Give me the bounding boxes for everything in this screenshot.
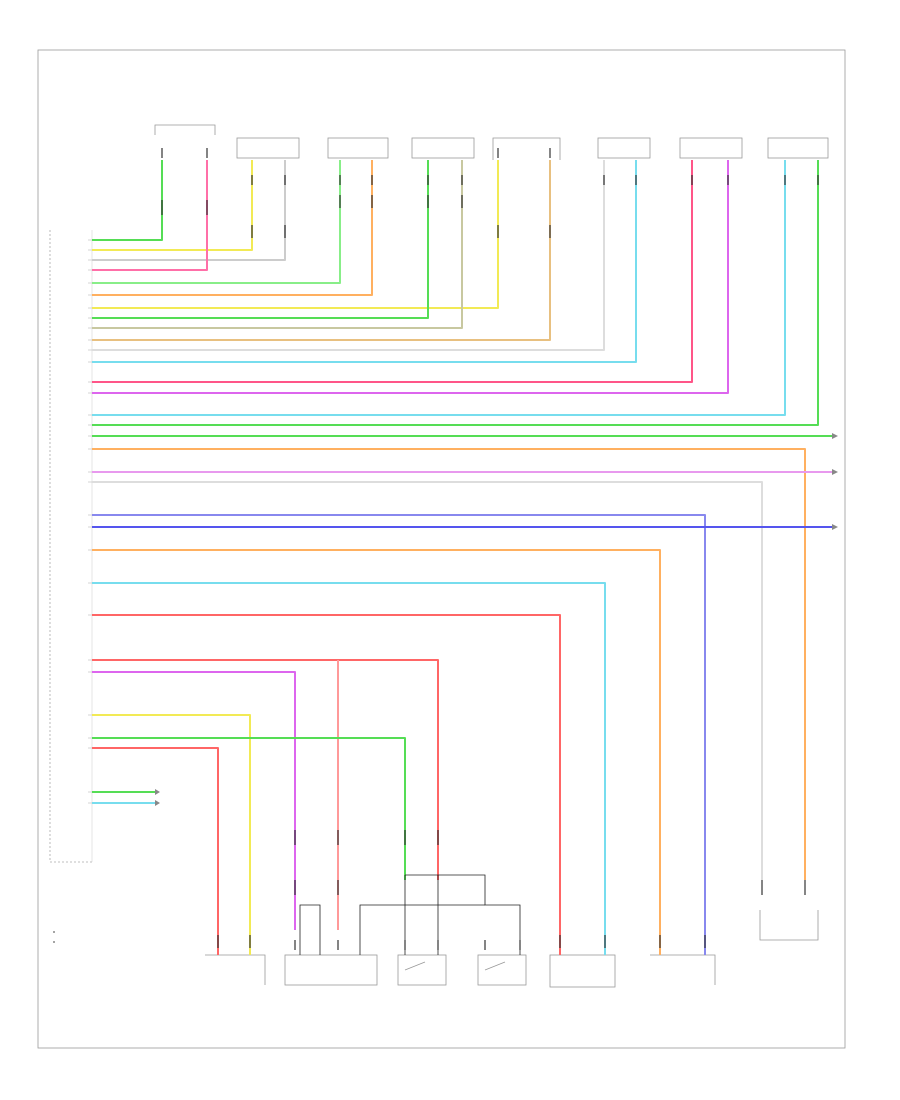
legend-bullet — [53, 941, 55, 943]
solenoid-box — [549, 954, 616, 988]
wire-yellow — [92, 160, 253, 251]
connector-box — [411, 137, 475, 159]
wire-orange — [92, 448, 806, 880]
connector-box — [327, 137, 389, 159]
top-components — [154, 124, 829, 160]
bottom-components — [205, 910, 819, 988]
wire-red — [92, 747, 219, 955]
wire-violet — [92, 160, 729, 394]
wire-gray — [92, 481, 763, 880]
connector-pins — [161, 148, 819, 950]
wire-green — [92, 160, 819, 426]
wire-green — [92, 160, 163, 241]
wire-pink — [92, 160, 208, 271]
legend-bullet — [53, 931, 55, 933]
wire-yellow — [92, 160, 499, 309]
wire-violet — [92, 671, 296, 930]
wire-red — [92, 659, 439, 880]
module-pin-ticks — [88, 239, 92, 804]
wire-lightblue — [92, 160, 637, 363]
wire-lightblue — [92, 582, 606, 955]
connector-box — [492, 137, 561, 160]
solenoid-box — [650, 954, 716, 985]
switch-box — [477, 954, 527, 986]
connector-box — [679, 137, 743, 159]
wire-orange — [92, 549, 661, 955]
wire-red — [92, 160, 693, 383]
wire-yellow — [92, 714, 251, 955]
diagram-frame — [37, 49, 846, 1049]
connector-box — [284, 954, 378, 986]
wire-gray — [92, 160, 286, 261]
wire-blue — [92, 514, 706, 955]
wire-red — [92, 614, 561, 955]
switch-box — [397, 954, 447, 986]
connector-box — [205, 954, 266, 985]
wire-green — [92, 160, 429, 319]
connector-box — [767, 137, 829, 159]
continuation-arrows — [155, 433, 838, 806]
connector-box — [236, 137, 300, 159]
wires — [92, 160, 832, 955]
wire-orange — [92, 160, 373, 296]
connector-box — [597, 137, 651, 159]
solenoid-box — [759, 910, 819, 941]
ground-lines — [299, 874, 521, 955]
wire-tan — [92, 160, 551, 341]
wire-gray — [92, 160, 605, 351]
wire-gray — [92, 160, 463, 329]
wire-lightblue — [92, 160, 786, 416]
connector-box — [154, 124, 216, 135]
wire-green — [92, 737, 406, 880]
wire-lightgreen — [92, 160, 341, 284]
